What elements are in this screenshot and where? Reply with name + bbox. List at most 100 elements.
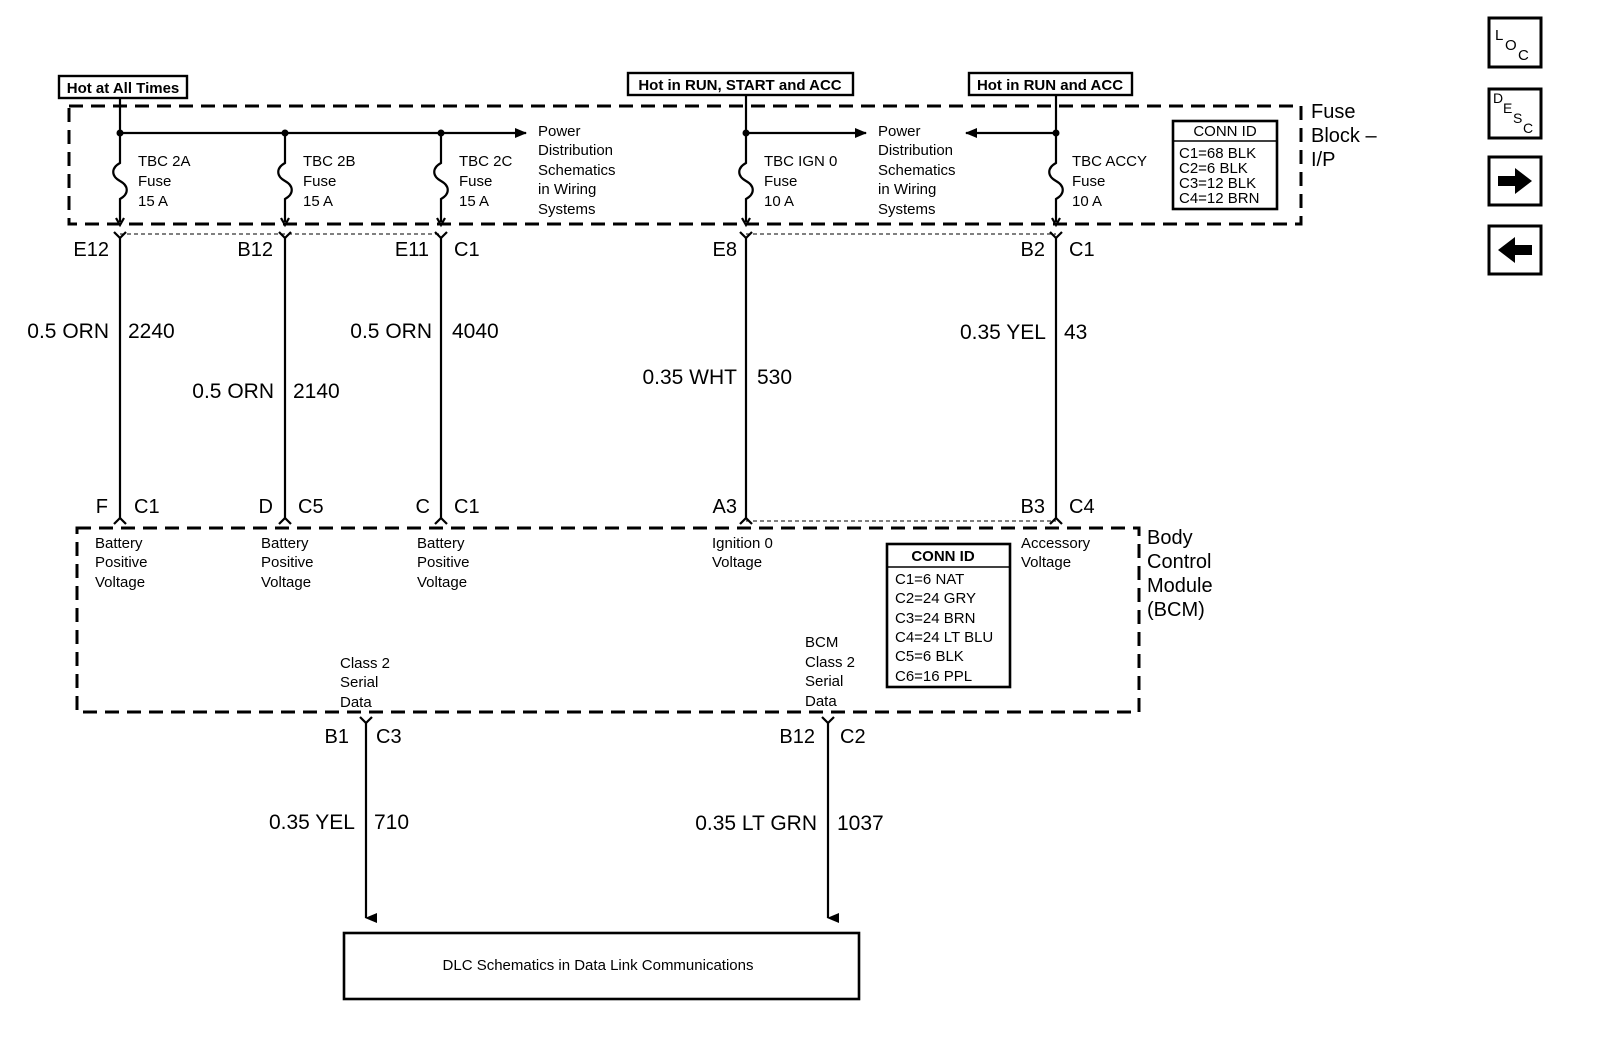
wire-circuit: 2140 bbox=[293, 380, 340, 403]
svg-text:Positive: Positive bbox=[417, 554, 470, 571]
svg-text:C3=24 BRN: C3=24 BRN bbox=[895, 610, 975, 627]
svg-text:Accessory: Accessory bbox=[1021, 535, 1091, 552]
bcm-outline bbox=[75, 526, 1141, 714]
wire-gauge-color: 0.5 ORN bbox=[27, 320, 109, 343]
svg-text:Class 2: Class 2 bbox=[805, 654, 855, 671]
svg-text:DLC Schematics in Data Link Co: DLC Schematics in Data Link Communicatio… bbox=[443, 957, 754, 974]
bcm-conn-id: CONN ID C1=6 NAT C2=24 GRY C3=24 BRN C4=… bbox=[885, 542, 1012, 689]
svg-text:B12: B12 bbox=[237, 239, 273, 261]
wire-circuit-2140 bbox=[278, 231, 292, 525]
wire-gauge-color: 0.35 YEL bbox=[269, 811, 355, 834]
wire-circuit-710 bbox=[359, 716, 377, 923]
svg-text:C1: C1 bbox=[454, 496, 480, 518]
svg-text:Class 2: Class 2 bbox=[340, 655, 390, 672]
wire-circuit-4040 bbox=[434, 231, 448, 525]
loc-button[interactable]: L O C bbox=[1487, 16, 1543, 69]
fuse-pin-labels: E12 B12 E11 C1 E8 B2 C1 bbox=[73, 239, 1094, 261]
svg-text:Fuse: Fuse bbox=[1072, 173, 1105, 190]
next-page-button[interactable] bbox=[1487, 155, 1543, 207]
svg-text:E11: E11 bbox=[395, 239, 429, 261]
svg-text:in Wiring: in Wiring bbox=[878, 181, 936, 198]
svg-text:C1: C1 bbox=[134, 496, 160, 518]
wire-circuit-43 bbox=[1049, 231, 1063, 525]
fuse-tbc-accy: TBC ACCY Fuse 10 A bbox=[1048, 133, 1147, 228]
dlc-schematics-ref[interactable]: DLC Schematics in Data Link Communicatio… bbox=[342, 931, 861, 1001]
prev-page-button[interactable] bbox=[1487, 224, 1543, 276]
svg-text:Distribution: Distribution bbox=[538, 142, 613, 159]
source-label: Hot in RUN, START and ACC bbox=[638, 77, 841, 94]
source-label: Hot in RUN and ACC bbox=[977, 77, 1123, 94]
wire-gauge-color: 0.35 WHT bbox=[642, 366, 737, 389]
svg-text:D: D bbox=[1493, 90, 1503, 106]
fuse-tbc-ign-0: TBC IGN 0 Fuse 10 A bbox=[738, 133, 837, 228]
svg-text:Fuse: Fuse bbox=[303, 173, 336, 190]
svg-text:Systems: Systems bbox=[538, 201, 596, 218]
wire-circuit: 710 bbox=[374, 811, 409, 834]
svg-text:Battery: Battery bbox=[261, 535, 309, 552]
wire-gauge-color: 0.5 ORN bbox=[192, 380, 274, 403]
source-hot-at-all-times: Hot at All Times bbox=[57, 74, 189, 100]
svg-text:C5: C5 bbox=[298, 496, 324, 518]
svg-text:(BCM): (BCM) bbox=[1147, 599, 1205, 621]
svg-text:C4: C4 bbox=[1069, 496, 1095, 518]
svg-text:D: D bbox=[259, 496, 273, 518]
svg-text:Schematics: Schematics bbox=[878, 162, 956, 179]
svg-text:C1=68 BLK: C1=68 BLK bbox=[1179, 145, 1256, 162]
svg-text:Schematics: Schematics bbox=[538, 162, 616, 179]
svg-text:BCM: BCM bbox=[805, 634, 838, 651]
power-distribution-ref-2[interactable]: Power Distribution Schematics in Wiring … bbox=[878, 123, 956, 218]
svg-text:C2: C2 bbox=[840, 726, 866, 748]
svg-text:C1=6 NAT: C1=6 NAT bbox=[895, 571, 964, 588]
wire-gauge-color: 0.5 ORN bbox=[350, 320, 432, 343]
svg-text:Power: Power bbox=[878, 123, 921, 140]
svg-text:TBC 2C: TBC 2C bbox=[459, 153, 513, 170]
svg-text:TBC 2B: TBC 2B bbox=[303, 153, 356, 170]
power-distribution-ref-1[interactable]: Power Distribution Schematics in Wiring … bbox=[538, 123, 616, 218]
svg-text:E12: E12 bbox=[73, 239, 109, 261]
svg-text:C1: C1 bbox=[1069, 239, 1095, 261]
svg-text:Battery: Battery bbox=[95, 535, 143, 552]
svg-text:C: C bbox=[1523, 120, 1533, 136]
svg-text:Battery: Battery bbox=[417, 535, 465, 552]
svg-text:Fuse: Fuse bbox=[459, 173, 492, 190]
svg-text:B1: B1 bbox=[325, 726, 349, 748]
svg-text:in Wiring: in Wiring bbox=[538, 181, 596, 198]
wire-gauge-color: 0.35 YEL bbox=[960, 321, 1046, 344]
svg-text:C: C bbox=[416, 496, 430, 518]
svg-text:B3: B3 bbox=[1021, 496, 1045, 518]
svg-text:Fuse: Fuse bbox=[138, 173, 171, 190]
fuse-block-conn-id: CONN ID C1=68 BLK C2=6 BLK C3=12 BLK C4=… bbox=[1171, 119, 1279, 211]
svg-text:L: L bbox=[1495, 27, 1503, 44]
svg-text:C4=12 BRN: C4=12 BRN bbox=[1179, 190, 1259, 207]
svg-text:C: C bbox=[1518, 47, 1529, 64]
svg-text:Voltage: Voltage bbox=[712, 554, 762, 571]
svg-text:A3: A3 bbox=[713, 496, 737, 518]
svg-text:CONN ID: CONN ID bbox=[911, 548, 975, 565]
svg-text:Data: Data bbox=[340, 694, 372, 711]
svg-text:Positive: Positive bbox=[95, 554, 148, 571]
svg-text:Systems: Systems bbox=[878, 201, 936, 218]
svg-text:Positive: Positive bbox=[261, 554, 314, 571]
wire-circuit: 530 bbox=[757, 366, 792, 389]
svg-text:B2: B2 bbox=[1021, 239, 1045, 261]
svg-text:Voltage: Voltage bbox=[1021, 554, 1071, 571]
svg-text:I/P: I/P bbox=[1311, 149, 1335, 171]
svg-text:Voltage: Voltage bbox=[417, 574, 467, 591]
bcm-title: Body Control Module (BCM) bbox=[1147, 527, 1213, 621]
arrow-left-icon bbox=[1498, 237, 1532, 263]
source-hot-run-acc: Hot in RUN and ACC bbox=[967, 71, 1134, 97]
out-wire-labels: 0.35 YEL 710 0.35 LT GRN 1037 bbox=[269, 811, 884, 835]
wire-circuit-1037 bbox=[821, 716, 839, 923]
source-hot-run-start-acc: Hot in RUN, START and ACC bbox=[626, 71, 855, 97]
wire-circuit: 1037 bbox=[837, 812, 884, 835]
fuse-tbc-2b: TBC 2B Fuse 15 A bbox=[277, 133, 356, 228]
fuse-block-title: Fuse Block – I/P bbox=[1311, 101, 1377, 171]
svg-text:S: S bbox=[1513, 110, 1522, 126]
svg-text:E: E bbox=[1503, 100, 1512, 116]
svg-text:Body: Body bbox=[1147, 527, 1193, 549]
svg-text:15 A: 15 A bbox=[459, 193, 489, 210]
svg-text:F: F bbox=[96, 496, 108, 518]
desc-button[interactable]: D E S C bbox=[1487, 87, 1543, 140]
svg-text:C6=16 PPL: C6=16 PPL bbox=[895, 668, 972, 685]
